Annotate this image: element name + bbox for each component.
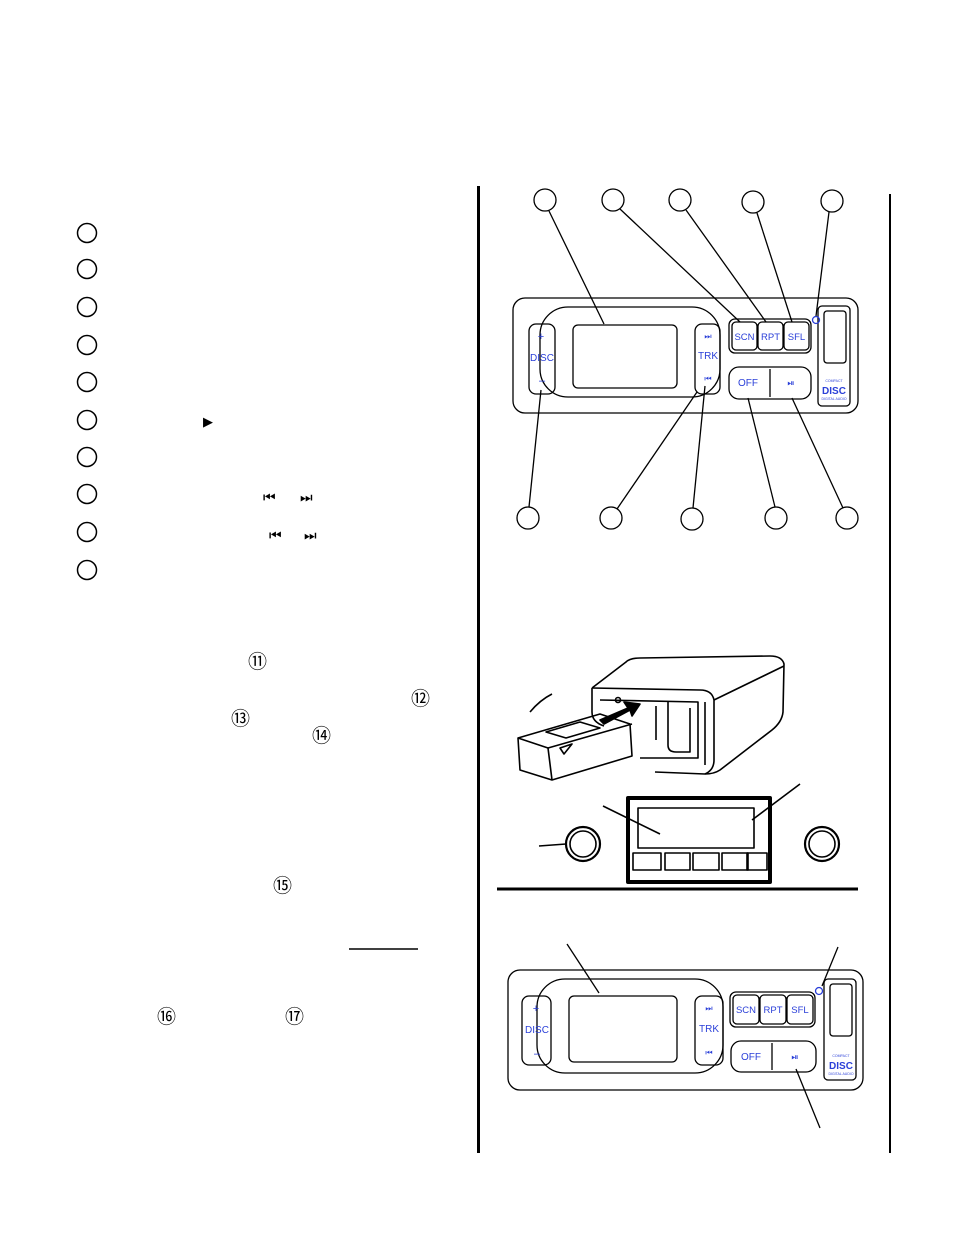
callout-top-5	[820, 189, 844, 213]
sfl-label: SFL	[791, 1005, 808, 1016]
cd-slot	[817, 305, 851, 407]
play-icon: ▶	[203, 415, 213, 430]
callout-bottom-3	[680, 507, 704, 531]
trk-next-icon: ⏭	[705, 1004, 712, 1013]
rpt-button	[759, 994, 787, 1025]
ref-15: ⑮	[273, 875, 293, 897]
right-divider	[889, 194, 891, 1153]
logo-disc: DISC	[829, 1061, 853, 1072]
changer-body	[591, 655, 785, 775]
marker-4	[76, 334, 98, 356]
left-divider	[477, 186, 480, 1153]
marker-6	[76, 409, 98, 431]
skip-forward-icon: ⏭	[304, 528, 317, 544]
logo-sub: DIGITAL AUDIO	[828, 1072, 853, 1076]
right-knob	[803, 825, 841, 863]
sfl-label: SFL	[788, 332, 805, 343]
disc-label: DISC	[525, 1025, 549, 1036]
callout-top-4	[741, 190, 765, 214]
head-unit-bezel	[626, 796, 772, 884]
logo-small: COMPACT	[832, 1054, 850, 1058]
top-btn-group	[729, 991, 816, 1028]
display-window	[572, 324, 678, 389]
magazine	[517, 713, 633, 781]
logo-disc: DISC	[822, 386, 846, 397]
ref-14: ⑭	[312, 725, 332, 747]
trk-label: TRK	[699, 1024, 719, 1035]
marker-7	[76, 446, 98, 468]
skip-back-icon: ⏮	[269, 528, 282, 544]
skip-forward-icon: ⏭	[300, 490, 313, 506]
indicator-led	[811, 315, 821, 325]
disc-label: DISC	[530, 353, 554, 364]
faceplate	[507, 969, 864, 1091]
trk-rocker	[694, 323, 721, 395]
disc-plus: +	[538, 331, 544, 343]
ref-11: ⑪	[248, 651, 268, 673]
play-pause-icon: ⏯	[787, 379, 794, 389]
trk-rocker	[694, 995, 724, 1066]
trk-next-icon: ⏭	[704, 332, 711, 341]
logo-sub: DIGITAL AUDIO	[821, 397, 846, 401]
trk-prev-icon: ⏮	[705, 1048, 712, 1057]
rpt-label: RPT	[761, 332, 780, 343]
cd-slot	[823, 978, 857, 1081]
scn-button	[731, 321, 758, 351]
disc-plus: +	[533, 1003, 539, 1015]
play-pause-icon: ⏯	[791, 1053, 798, 1063]
marker-1	[76, 222, 98, 244]
ref-17: ⑰	[285, 1006, 305, 1028]
marker-2	[76, 258, 98, 280]
sfl-button	[783, 321, 810, 351]
disc-rocker	[521, 995, 552, 1066]
faceplate	[512, 297, 859, 414]
callout-bottom-5	[835, 506, 859, 530]
callout-bottom-4	[764, 506, 788, 530]
sfl-button	[786, 994, 814, 1025]
ref-13: ⑬	[231, 708, 251, 730]
trk-label: TRK	[698, 351, 718, 362]
insert-arrow	[599, 701, 641, 725]
marker-8	[76, 483, 98, 505]
callout-top-1	[533, 188, 557, 212]
marker-3	[76, 296, 98, 318]
callout-top-3	[668, 188, 692, 212]
trk-prev-icon: ⏮	[704, 374, 711, 383]
display-window	[568, 995, 678, 1063]
scn-label: SCN	[736, 1005, 756, 1016]
cd-slot-inner	[823, 310, 847, 364]
rpt-label: RPT	[764, 1005, 783, 1016]
rpt-button	[757, 321, 784, 351]
callout-bottom-2	[599, 506, 623, 530]
logo-small: COMPACT	[825, 379, 843, 383]
head-unit-display	[637, 807, 755, 849]
off-label: OFF	[741, 1052, 761, 1063]
cd-slot-inner	[829, 983, 853, 1037]
marker-10	[76, 559, 98, 581]
marker-5	[76, 371, 98, 393]
indicator-led	[814, 986, 824, 996]
ref-12: ⑫	[411, 688, 431, 710]
scn-button	[732, 994, 760, 1025]
off-play-group	[730, 1040, 817, 1073]
marker-9	[76, 521, 98, 543]
disc-minus: –	[539, 375, 546, 387]
skip-back-icon: ⏮	[263, 490, 276, 506]
top-btn-group	[728, 318, 812, 354]
off-label: OFF	[738, 378, 758, 389]
off-play-group	[728, 366, 812, 400]
scn-label: SCN	[734, 332, 754, 343]
disc-rocker	[528, 323, 556, 395]
callout-bottom-1	[516, 506, 540, 530]
disc-minus: –	[534, 1048, 541, 1060]
callout-top-2	[601, 188, 625, 212]
ref-16: ⑯	[157, 1006, 177, 1028]
